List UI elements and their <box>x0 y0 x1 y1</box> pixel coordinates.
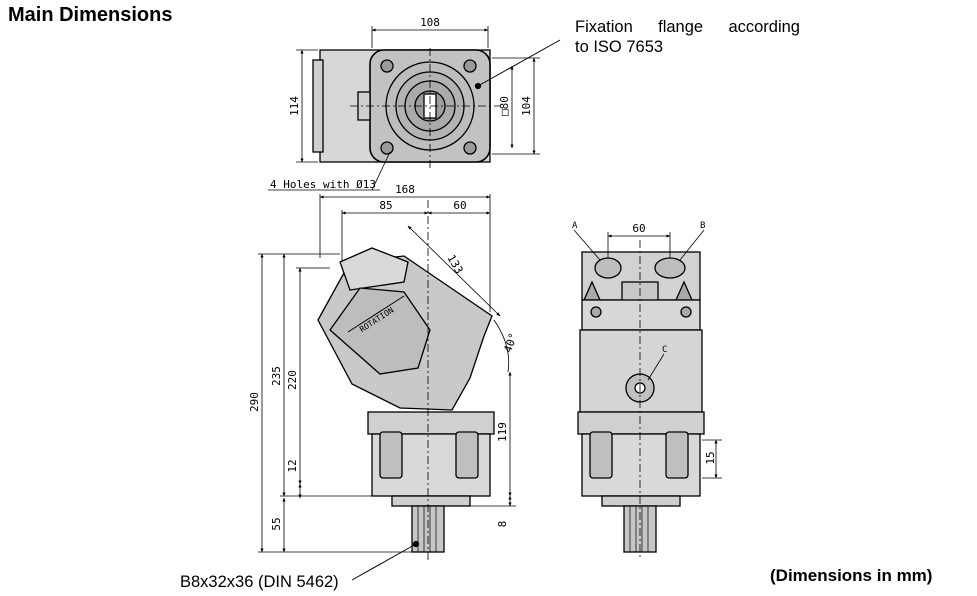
front-view <box>573 229 722 560</box>
units-note: (Dimensions in mm) <box>770 566 933 585</box>
dim-overall-width: 168 <box>395 183 415 196</box>
flange-annotation-line-2: to ISO 7653 <box>575 38 664 56</box>
dim-right-offset: 60 <box>453 199 466 212</box>
side-view <box>258 194 516 581</box>
dim-angle: 40° <box>501 331 520 354</box>
dim-port-spacing: 60 <box>632 222 645 235</box>
dim-h55: 55 <box>270 517 283 530</box>
dim-flange-height: 104 <box>520 96 533 116</box>
port-a-label: A <box>572 221 578 231</box>
dim-h220: 220 <box>286 370 299 390</box>
dim-diag-length: 133 <box>444 252 465 276</box>
dim-h8: 8 <box>496 521 509 528</box>
top-view <box>268 26 561 191</box>
dim-top-width: 108 <box>420 16 440 29</box>
page-title: Main Dimensions <box>8 4 173 26</box>
dim-overall-height: 290 <box>248 392 261 412</box>
dim-h235: 235 <box>270 366 283 386</box>
dim-left-offset: 85 <box>379 199 392 212</box>
port-b-label: B <box>700 221 705 231</box>
dim-holes: 4 Holes with Ø13 <box>270 178 376 191</box>
dim-h119: 119 <box>496 422 509 442</box>
flange-annotation-line-1: Fixation flange according <box>575 18 800 36</box>
dim-h12: 12 <box>286 459 299 472</box>
port-c-label: C <box>662 345 667 355</box>
dim-h15: 15 <box>704 451 717 464</box>
dim-top-height: 114 <box>288 96 301 116</box>
spline-annotation: B8x32x36 (DIN 5462) <box>180 573 339 591</box>
flange-annotation: Fixation flange according to ISO 7653 <box>575 17 800 57</box>
dim-flange-square: □80 <box>498 96 511 116</box>
